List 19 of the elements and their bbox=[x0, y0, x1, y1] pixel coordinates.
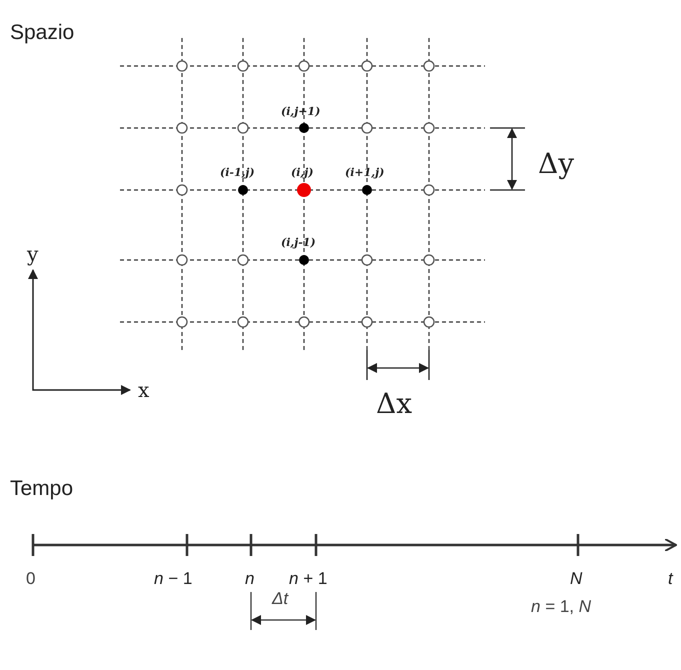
dimension-label: Δx bbox=[376, 390, 412, 418]
time-heading: Tempo bbox=[10, 478, 74, 499]
tick-label: N bbox=[570, 570, 582, 587]
dimension-label: Δt bbox=[272, 590, 288, 607]
tick-label: t bbox=[668, 570, 673, 587]
tick-label: 0 bbox=[26, 570, 36, 587]
grid-point-label: (i+1,j) bbox=[345, 167, 384, 178]
dimension-label: Δy bbox=[538, 150, 574, 178]
axis-label: x bbox=[138, 380, 150, 400]
axis-label: y bbox=[27, 244, 38, 264]
grid-point-label: (i,j) bbox=[291, 167, 314, 178]
grid-point-label: (i-1,j) bbox=[220, 167, 255, 178]
grid-point-label: (i,j-1) bbox=[281, 237, 316, 248]
tick-label: n + 1 bbox=[289, 570, 328, 587]
tick-label: n − 1 bbox=[154, 570, 192, 587]
space-heading: Spazio bbox=[10, 22, 74, 43]
grid-point-label: (i,j+1) bbox=[281, 106, 320, 117]
formula-text: n = 1, N bbox=[531, 598, 592, 615]
tick-label: n bbox=[245, 570, 254, 587]
